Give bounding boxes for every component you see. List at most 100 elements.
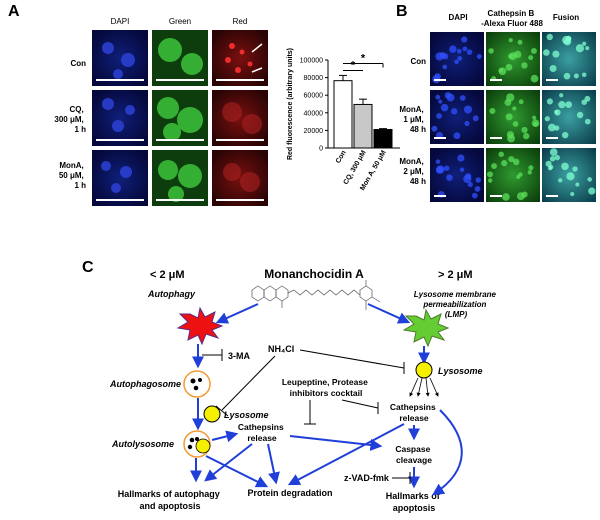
cell-dot	[523, 132, 530, 140]
cell-dot	[575, 44, 585, 53]
cell-dot	[461, 36, 468, 43]
autophagosome-label: Autophagosome	[109, 379, 181, 389]
panel-a-row-con: Con	[70, 59, 86, 68]
cell-dot	[584, 118, 591, 125]
cell-dot	[558, 178, 563, 183]
left-concentration-header: < 2 μM	[150, 269, 185, 281]
cell-dot	[459, 95, 466, 101]
compound-title: Monanchocidin A	[264, 267, 364, 281]
bar	[333, 80, 353, 149]
autophagosome-icon	[183, 370, 211, 398]
cell-dot	[549, 64, 557, 73]
cell-dot	[436, 165, 445, 174]
cell-dot	[467, 181, 473, 188]
cell-dot	[453, 132, 461, 140]
cell-dot	[440, 103, 449, 112]
cell-dot	[582, 41, 587, 46]
cell-dot	[547, 123, 556, 132]
lysosome-left-label: Lysosome	[224, 410, 269, 420]
cell-dot	[552, 50, 560, 58]
bar	[373, 129, 393, 149]
cell-dot	[546, 33, 553, 41]
y-tick-label: 0	[319, 146, 323, 153]
cell-dot	[546, 98, 553, 105]
cell-dot	[554, 109, 559, 115]
micrograph-a-con-red	[212, 30, 268, 86]
cell-dot	[456, 48, 462, 54]
cell-dot	[443, 165, 450, 171]
panel-c: C < 2 μM Autophagy Monanchocidin A > 2 μ…	[82, 259, 497, 513]
lysosome-right-icon	[415, 361, 433, 379]
panel-a-col-red: Red	[233, 17, 248, 26]
cell-dot	[508, 156, 515, 163]
cell-dot	[512, 158, 520, 166]
chart-y-axis-label: Red fluorescence (arbitrary units)	[287, 48, 294, 160]
cell-dot	[491, 163, 498, 169]
panel-b-row-mona-2: MonA, 2 μM, 48 h	[399, 157, 426, 186]
cell-dot	[504, 99, 512, 106]
cell-dot	[505, 63, 513, 71]
cell-dot	[572, 166, 578, 172]
bar	[353, 103, 373, 149]
panel-a-col-dapi: DAPI	[111, 17, 130, 26]
cell-dot	[457, 154, 465, 162]
lysosome-right-label: Lysosome	[438, 366, 483, 376]
left-autophagy-label: Autophagy	[147, 289, 196, 299]
cell-dot	[512, 121, 519, 127]
cell-dot	[464, 120, 470, 126]
cell-dot	[549, 148, 558, 156]
cell-dot	[442, 64, 448, 70]
cell-dot	[506, 131, 515, 139]
cell-dot	[533, 121, 538, 127]
cell-dot	[466, 49, 473, 55]
cell-dot	[451, 108, 458, 115]
panel-b-row-mona-1: MonA, 1 μM, 48 h	[399, 105, 426, 134]
micrograph-b-mona2-cathepsin	[486, 148, 540, 202]
cell-dot	[549, 156, 556, 162]
cell-dot	[581, 72, 587, 78]
cell-dot	[502, 193, 510, 201]
cell-dot	[585, 46, 590, 51]
panel-a-row-cq: CQ, 300 μM, 1 h	[54, 105, 86, 134]
cell-dot	[570, 191, 575, 197]
cathepsins-release-left: Cathepsins release	[238, 422, 286, 443]
y-tick-label: 100000	[300, 58, 323, 65]
panel-b-col-fusion: Fusion	[553, 13, 579, 22]
cell-dot	[474, 186, 481, 192]
cell-dot	[512, 106, 517, 111]
cell-dot	[501, 160, 508, 167]
cell-dot	[487, 178, 493, 183]
inhibitor-nh4cl: NH₄Cl	[268, 344, 294, 354]
cell-dot	[505, 113, 513, 121]
cell-dot	[544, 116, 550, 122]
panel-a: A DAPI Green Red Con CQ, 300 μM, 1 h Mon…	[8, 3, 268, 206]
micrograph-a-mona-dapi	[92, 150, 148, 206]
autolysosome-label: Autolysosome	[111, 439, 174, 449]
cell-dot	[548, 164, 554, 170]
cell-dot	[566, 172, 575, 181]
category-label: Con	[335, 150, 348, 165]
cell-dot	[573, 73, 579, 79]
panel-b-col-dapi: DAPI	[448, 13, 467, 22]
cell-dot	[454, 59, 459, 65]
cell-dot	[435, 159, 441, 164]
cell-dot	[459, 167, 465, 172]
cell-dot	[476, 53, 482, 60]
cell-dot	[463, 105, 473, 114]
cell-dot	[439, 52, 446, 59]
panel-c-label: C	[82, 259, 94, 276]
cathepsins-release-right: Cathepsins release	[390, 402, 438, 423]
cell-dot	[530, 47, 537, 54]
cell-dot	[488, 48, 494, 54]
cell-dot	[584, 95, 591, 102]
caspase-cleavage: Caspase cleavage	[395, 444, 432, 465]
cell-dot	[561, 162, 569, 171]
cell-dot	[561, 131, 569, 139]
panel-a-row-mona: MonA, 50 μM, 1 h	[59, 161, 86, 190]
significance-marker: *	[361, 53, 366, 65]
cell-dot	[554, 154, 561, 161]
cell-dot	[508, 53, 514, 59]
y-tick-label: 40000	[304, 110, 324, 117]
cell-dot	[435, 94, 441, 100]
